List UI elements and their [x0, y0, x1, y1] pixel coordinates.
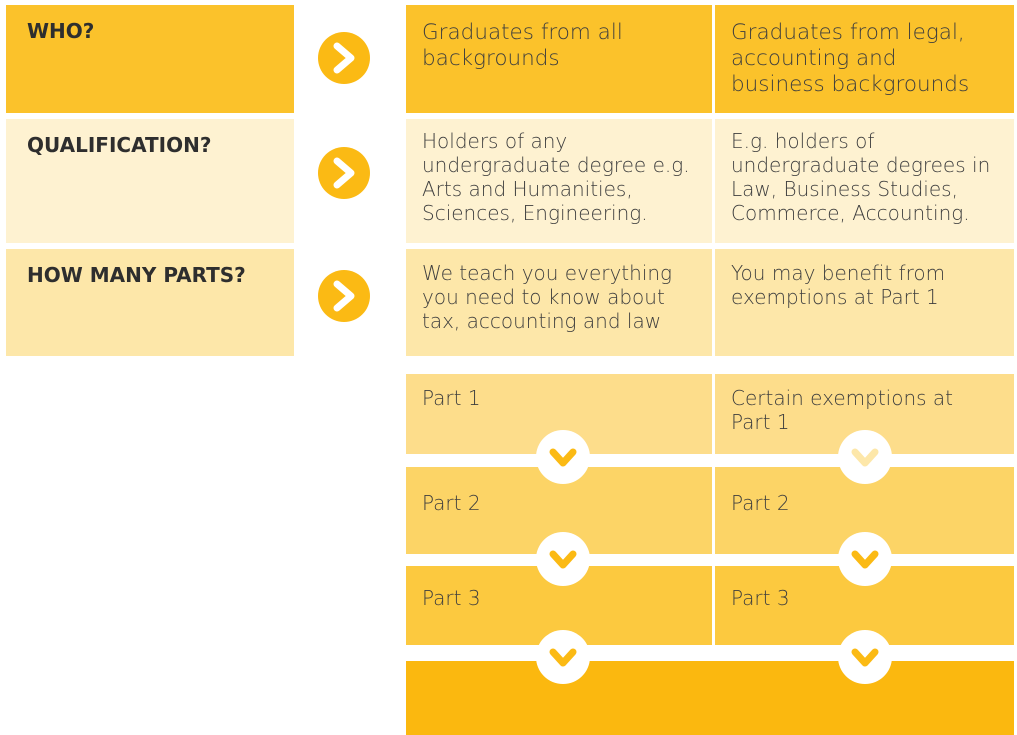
stage-part2-col1-text: Part 2	[422, 491, 481, 515]
row-label-qualification: QUALIFICATION?	[6, 119, 294, 243]
qualification-col1-text: Holders of any undergraduate degree e.g.…	[422, 129, 690, 225]
chevron-down-icon	[536, 532, 590, 586]
parts-col1-text: We teach you everything you need to know…	[422, 261, 673, 333]
chevron-right-icon	[318, 32, 370, 84]
chevron-right-icon	[318, 270, 370, 322]
stage-part3-col2-text: Part 3	[731, 586, 790, 610]
chevron-down-icon	[536, 430, 590, 484]
who-col1: Graduates from all backgrounds	[406, 5, 712, 113]
chevron-down-icon	[838, 532, 892, 586]
chevron-right-icon	[318, 147, 370, 199]
row-label-who-text: WHO?	[27, 19, 95, 43]
who-col2: Graduates from legal, accounting and bus…	[715, 5, 1014, 113]
row-label-parts: HOW MANY PARTS?	[6, 249, 294, 356]
final-block	[406, 661, 1014, 735]
who-col1-text: Graduates from all backgrounds	[422, 20, 623, 71]
parts-col2: You may benefit from exemptions at Part …	[715, 249, 1014, 356]
who-col2-text: Graduates from legal, accounting and bus…	[731, 20, 970, 97]
stage-part2-col2-text: Part 2	[731, 491, 790, 515]
stage-part1-col1-text: Part 1	[422, 386, 481, 410]
chevron-down-icon	[838, 430, 892, 484]
chevron-down-icon	[536, 630, 590, 684]
qualification-col2: E.g. holders of undergraduate degrees in…	[715, 119, 1014, 243]
parts-col1: We teach you everything you need to know…	[406, 249, 712, 356]
stage-part1-col2-text: Certain exemptions at Part 1	[731, 386, 954, 434]
parts-col2-text: You may benefit from exemptions at Part …	[731, 261, 946, 309]
row-label-qualification-text: QUALIFICATION?	[27, 133, 212, 157]
stage-part3-col1-text: Part 3	[422, 586, 481, 610]
stage-part1-col2: Certain exemptions at Part 1	[715, 374, 1014, 454]
qualification-col2-text: E.g. holders of undergraduate degrees in…	[731, 129, 991, 225]
row-label-parts-text: HOW MANY PARTS?	[27, 263, 246, 287]
chevron-down-icon	[838, 630, 892, 684]
row-label-who: WHO?	[6, 5, 294, 113]
qualification-col1: Holders of any undergraduate degree e.g.…	[406, 119, 712, 243]
